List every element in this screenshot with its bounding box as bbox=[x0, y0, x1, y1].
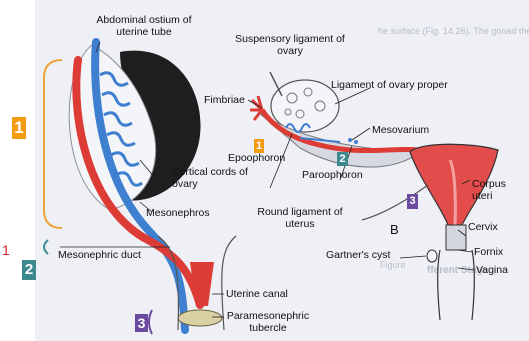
label-paroophoron: Paroophoron bbox=[302, 169, 363, 181]
label-cervix: Cervix bbox=[468, 221, 498, 233]
label-mesonephric-duct: Mesonephric duct bbox=[58, 249, 141, 261]
label-cortical-cords: Cortical cords of ovary bbox=[172, 166, 256, 190]
gartners-cyst-shape bbox=[427, 250, 437, 262]
badge-1-small: 1 bbox=[254, 139, 264, 153]
vagina-walls bbox=[438, 250, 475, 320]
label-round-ligament: Round ligament of uterus bbox=[250, 206, 350, 230]
label-gartners-cyst: Gartner's cyst bbox=[326, 249, 390, 261]
bracket-3 bbox=[149, 310, 152, 334]
label-fornix: Fornix bbox=[474, 246, 503, 258]
label-uterine-canal: Uterine canal bbox=[226, 288, 288, 300]
paramesonephric-tubercle bbox=[178, 310, 222, 326]
label-mesovarium: Mesovarium bbox=[372, 124, 429, 136]
label-fimbriae: Fimbriae bbox=[204, 94, 245, 106]
panel-b-label: B bbox=[390, 224, 399, 236]
badge-2-large: 2 bbox=[22, 260, 36, 280]
bracket-1 bbox=[44, 60, 62, 228]
label-mesonephros: Mesonephros bbox=[146, 207, 210, 219]
label-corpus-uteri: Corpus uteri bbox=[472, 178, 512, 202]
label-ligament-ovary-proper: Ligament of ovary proper bbox=[331, 79, 448, 91]
label-paramesonephric-tubercle: Paramesonephric tubercle bbox=[226, 310, 310, 334]
margin-mark: 1 bbox=[2, 244, 10, 256]
label-epoophoron: Epoophoron bbox=[228, 152, 285, 164]
badge-1-large: 1 bbox=[12, 117, 26, 139]
badge-2-small: 2 bbox=[337, 152, 348, 166]
badge-3-large: 3 bbox=[135, 314, 148, 332]
badge-3-small: 3 bbox=[407, 194, 418, 209]
label-abdominal-ostium: Abdominal ostium of uterine tube bbox=[88, 14, 200, 38]
uterine-canal bbox=[190, 262, 214, 306]
fimbriae-shape bbox=[250, 96, 262, 120]
bracket-2 bbox=[44, 240, 48, 254]
round-ligament-line bbox=[362, 185, 428, 220]
label-vagina: Vagina bbox=[476, 264, 508, 276]
label-suspensory-ligament: Suspensory ligament of ovary bbox=[232, 33, 348, 57]
cervix-shape bbox=[446, 225, 466, 250]
